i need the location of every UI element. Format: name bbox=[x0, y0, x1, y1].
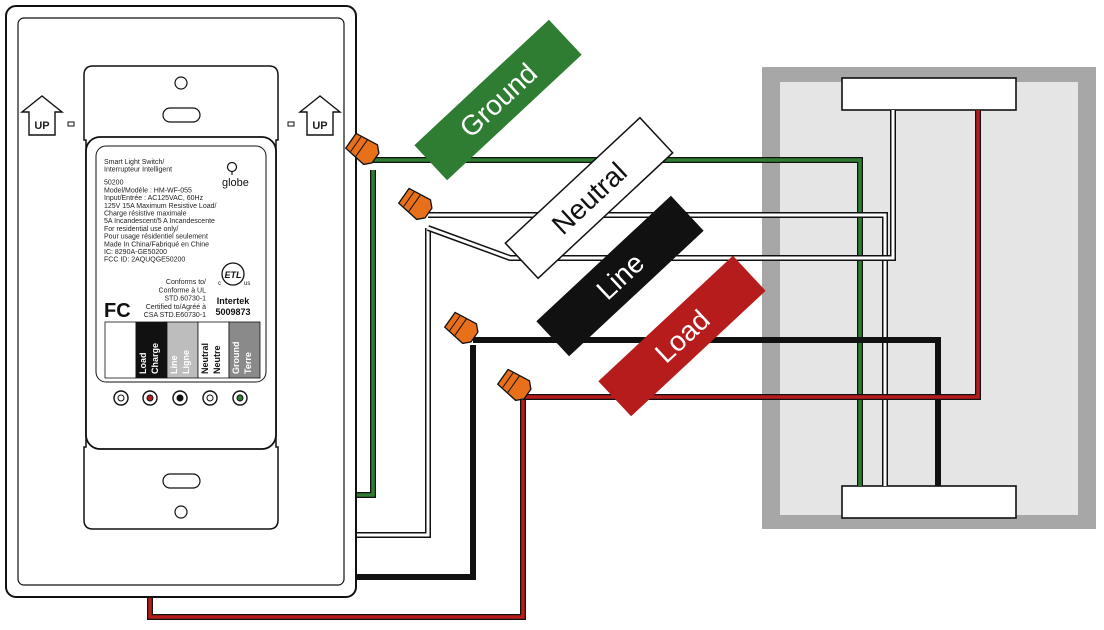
spec-label-line: 125V 15A Maximum Resistive Load/ bbox=[104, 203, 216, 210]
terminal-label-fr: Charge bbox=[150, 343, 160, 374]
up-arrow-right-icon: UP bbox=[287, 95, 342, 136]
fixture-bottom-bar bbox=[841, 485, 1017, 519]
mount-slot-bottom bbox=[162, 473, 201, 489]
svg-text:c: c bbox=[218, 281, 221, 287]
spec-label-line: Interrupteur Intelligent bbox=[104, 167, 172, 174]
intertek-logo: Intertek bbox=[217, 296, 251, 306]
terminal-label-en: Line bbox=[169, 355, 179, 374]
mount-slot-top bbox=[162, 107, 201, 123]
etl-listed-mark: ETL c us bbox=[218, 262, 250, 287]
spec-label-line: IC: 8290A-GE50200 bbox=[104, 249, 167, 256]
spec-label-line: 5A Incandescent/5 A Incandescente bbox=[104, 218, 215, 225]
line-feed-wire bbox=[473, 337, 941, 486]
conformity-text: Conforms to/Conforme à UL STD.60730-1Cert… bbox=[144, 279, 206, 319]
conformity-line: Conforms to/ bbox=[166, 279, 206, 286]
terminal-label-en: Neutral bbox=[200, 343, 210, 374]
conformity-line: Certified to/Agréé à bbox=[146, 304, 206, 311]
terminal-label-fr: Neutre bbox=[212, 345, 222, 374]
globe-logo: globe bbox=[222, 161, 249, 189]
ground-band: Ground bbox=[414, 19, 582, 181]
conformity-line: Conforme à UL bbox=[159, 287, 207, 294]
svg-text:ETL: ETL bbox=[225, 270, 242, 280]
conformity-line: STD.60730-1 bbox=[164, 296, 206, 303]
terminal-label-fr: Terre bbox=[243, 352, 253, 374]
wirenut-load-icon bbox=[496, 368, 532, 402]
fixture-top-bar bbox=[841, 77, 1017, 111]
wirenut-line-icon bbox=[443, 311, 479, 345]
spec-label-line: Model/Modèle : HM-WF-055 bbox=[104, 187, 192, 194]
spec-label-line: Charge résistive maximale bbox=[104, 211, 187, 218]
spec-label-line: Pour usage résidentiel seulement bbox=[104, 234, 208, 241]
terminal-label-en: Load bbox=[138, 353, 148, 375]
spec-label-line: Made In China/Fabriqué en Chine bbox=[104, 241, 209, 248]
wirenut-neutral-icon bbox=[397, 187, 433, 221]
terminal-label-en: Ground bbox=[231, 342, 241, 375]
screw-terminals bbox=[113, 390, 248, 406]
up-arrow-left-icon: UP bbox=[20, 95, 75, 136]
wirenut-ground-icon bbox=[344, 132, 380, 166]
spec-label-line: Smart Light Switch/ bbox=[104, 159, 164, 166]
svg-text:UP: UP bbox=[312, 120, 327, 132]
spec-label-line: FCC ID: 2AQUQGE50200 bbox=[104, 257, 185, 264]
terminal-color-block bbox=[166, 321, 199, 379]
switch-spec-label: Smart Light Switch/Interrupteur Intellig… bbox=[104, 159, 216, 264]
terminal-color-block bbox=[104, 321, 137, 379]
terminal-label-fr: Ligne bbox=[181, 350, 191, 374]
spec-label-line: Input/Entrée : AC125VAC, 60Hz bbox=[104, 195, 204, 202]
terminal-color-block bbox=[228, 321, 261, 379]
brand-name: globe bbox=[222, 177, 249, 189]
svg-text:UP: UP bbox=[34, 120, 49, 132]
terminal-color-block bbox=[135, 321, 168, 379]
svg-text:us: us bbox=[244, 281, 250, 287]
spec-label-line: 50200 bbox=[104, 180, 124, 187]
fixture-box-inner bbox=[780, 82, 1078, 515]
conformity-line: CSA STD.E60730-1 bbox=[144, 312, 206, 319]
intertek-number: 5009873 bbox=[215, 307, 250, 317]
spec-label-line: For residential use only/ bbox=[104, 226, 178, 233]
fcc-logo: FC bbox=[104, 300, 131, 322]
